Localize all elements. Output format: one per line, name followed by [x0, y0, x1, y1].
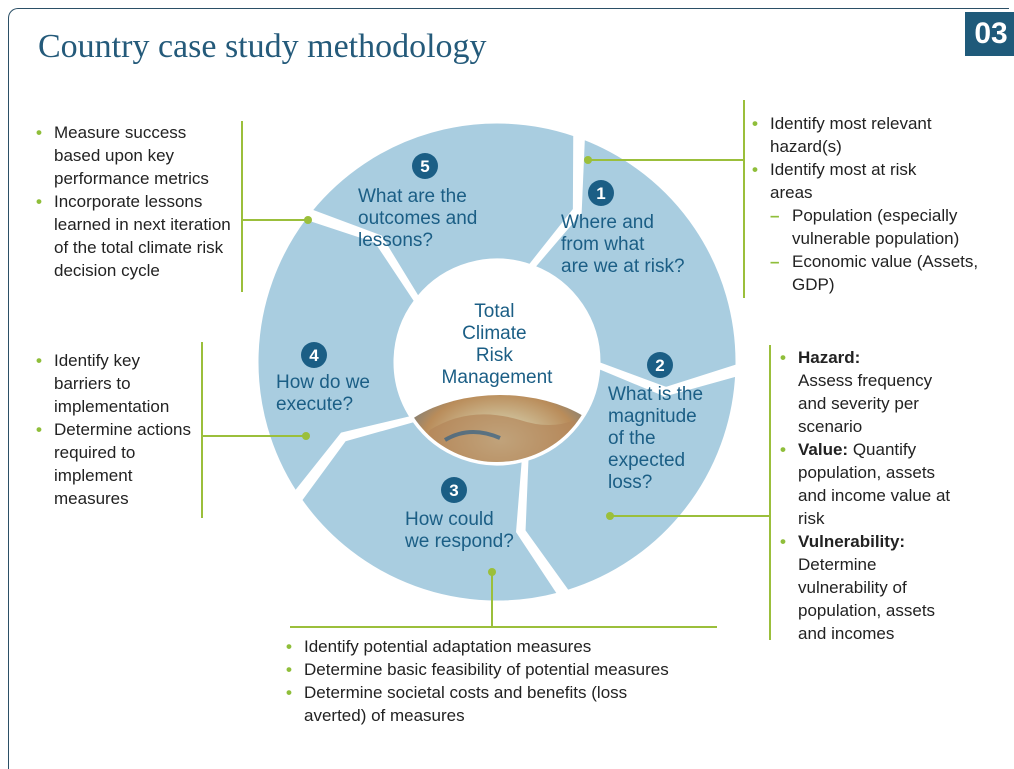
step-2-line: of the	[608, 428, 656, 449]
slide-number-badge: 03	[965, 12, 1014, 56]
note-item: Identify key barriers to implementation	[36, 349, 196, 418]
step-5-number: 5	[420, 157, 429, 176]
note-text: Determine vulnerability of population, a…	[798, 555, 936, 643]
step-3-line: we respond?	[404, 531, 514, 552]
note-item: Determine societal costs and benefits (l…	[286, 681, 684, 727]
step-5-label: What are the outcomes and lessons?	[358, 186, 483, 251]
step-1-dot	[584, 156, 592, 164]
note-item: Measure success based upon key performan…	[36, 121, 236, 190]
step-2-line: magnitude	[608, 406, 697, 427]
step-1-line: are we at risk?	[561, 256, 685, 277]
note-item: Incorporate lessons learned in next iter…	[36, 190, 236, 282]
note-item: Determine basic feasibility of potential…	[286, 658, 746, 681]
note-term: Hazard:	[798, 348, 861, 367]
step-3-number: 3	[449, 481, 458, 500]
step-4-number-circle	[301, 342, 327, 368]
step-4-line: How do we	[276, 372, 370, 393]
step-5-line: What are the	[358, 186, 467, 207]
step-4-line: execute?	[276, 394, 353, 415]
note-term: Vulnerability:	[798, 532, 906, 551]
note-text: Quantify population, assets and income v…	[798, 440, 951, 528]
step-5-dot	[304, 216, 312, 224]
note-term: Value:	[798, 440, 849, 459]
step-2-line: expected	[608, 450, 685, 471]
step-3-line: How could	[405, 509, 494, 530]
connector-dots	[302, 156, 614, 576]
step-1-line: Where and	[561, 212, 654, 233]
step-5-notes: Measure success based upon key performan…	[36, 121, 236, 282]
step-2-line: What is the	[608, 384, 703, 405]
note-item: Determine actions required to implement …	[36, 418, 196, 510]
step-5-line: lessons?	[358, 230, 433, 251]
connectors	[201, 100, 771, 640]
step-1-number-circle	[588, 180, 614, 206]
note-item: Identify most relevant hazard(s)	[752, 112, 960, 158]
step-1-line: from what	[561, 234, 645, 255]
note-item: Value: Quantify population, assets and i…	[780, 438, 960, 530]
step-2-number-circle	[647, 352, 673, 378]
center-title: Total Climate Risk Management	[442, 301, 554, 388]
step-2-label: What is the magnitude of the expected lo…	[608, 384, 708, 493]
step-4-label: How do we execute?	[276, 372, 375, 415]
center-line: Management	[442, 367, 554, 388]
note-item: Identify potential adaptation measures	[286, 635, 746, 658]
step-4-number: 4	[309, 346, 319, 365]
step-3-dot	[488, 568, 496, 576]
center-line: Risk	[476, 345, 513, 366]
note-subitem: Population (especially vulnerable popula…	[752, 204, 992, 250]
step-3-number-circle	[441, 477, 467, 503]
center-line: Total	[474, 301, 514, 322]
note-subitem: Economic value (Assets, GDP)	[752, 250, 992, 296]
note-item: Identify most at risk areas	[752, 158, 960, 204]
note-text: Assess frequency and severity per scenar…	[798, 371, 933, 436]
step-1-notes: Identify most relevant hazard(s) Identif…	[752, 112, 992, 296]
step-4-dot	[302, 432, 310, 440]
note-item: Vulnerability: Determine vulnerability of…	[780, 530, 960, 645]
step-5-line: outcomes and	[358, 208, 477, 229]
note-item: Hazard: Assess frequency and severity per…	[780, 346, 960, 438]
step-5-number-circle	[412, 153, 438, 179]
slide-title: Country case study methodology	[38, 28, 487, 65]
step-3-label: How could we respond?	[404, 509, 514, 552]
step-4-notes: Identify key barriers to implementation …	[36, 349, 196, 510]
step-2-notes: Hazard: Assess frequency and severity per…	[780, 346, 960, 645]
step-2-dot	[606, 512, 614, 520]
step-2-line: loss?	[608, 472, 652, 493]
slide-frame	[8, 8, 1009, 769]
center-line: Climate	[462, 323, 526, 344]
step-3-notes: Identify potential adaptation measures D…	[286, 635, 746, 727]
step-2-number: 2	[655, 356, 664, 375]
step-1-label: Where and from what are we at risk?	[561, 212, 685, 277]
step-1-number: 1	[596, 184, 605, 203]
